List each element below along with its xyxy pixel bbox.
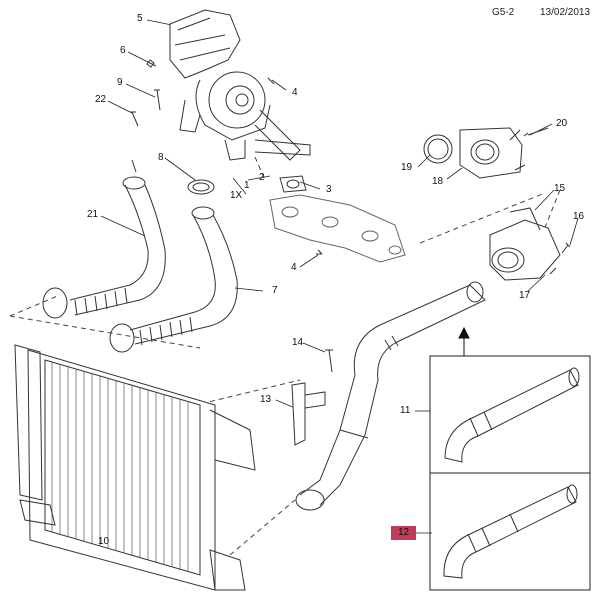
gasket-8 <box>187 179 215 195</box>
inset-box-11 <box>429 355 591 474</box>
callout-4-top[interactable]: 4 <box>292 87 298 98</box>
inlet-adapter <box>489 207 561 281</box>
intercooler <box>14 344 256 591</box>
callout-10[interactable]: 10 <box>98 536 110 547</box>
callout-12-selected[interactable]: 12 <box>391 526 416 540</box>
inset-pipe-12 <box>443 484 578 579</box>
hose-21 <box>42 176 166 319</box>
page-code: G5-2 <box>492 7 515 18</box>
bracket-13 <box>291 382 326 446</box>
heat-shield <box>169 9 241 79</box>
inset-pipe-11 <box>444 367 580 463</box>
turbocharger <box>179 71 311 161</box>
callout-18[interactable]: 18 <box>432 176 444 187</box>
callout-13[interactable]: 13 <box>260 394 272 405</box>
leader-lines <box>100 19 579 542</box>
charge-pipe <box>295 281 486 511</box>
callout-8[interactable]: 8 <box>158 152 164 163</box>
fasteners <box>130 59 571 373</box>
inset-box-12 <box>429 472 591 591</box>
callout-17[interactable]: 17 <box>519 290 531 301</box>
callout-1[interactable]: 1 <box>244 180 250 191</box>
callout-9[interactable]: 9 <box>117 77 123 88</box>
throttle-body <box>423 127 526 179</box>
exhaust-manifold <box>269 194 406 263</box>
callout-16[interactable]: 16 <box>573 211 585 222</box>
callout-4-bottom[interactable]: 4 <box>291 262 297 273</box>
callout-5[interactable]: 5 <box>137 13 143 24</box>
callout-1x[interactable]: 1X <box>230 190 243 201</box>
hose-7 <box>109 206 238 353</box>
callout-6[interactable]: 6 <box>120 45 126 56</box>
callout-20[interactable]: 20 <box>556 118 568 129</box>
callout-11[interactable]: 11 <box>400 405 411 416</box>
callout-21[interactable]: 21 <box>87 209 99 220</box>
callout-3[interactable]: 3 <box>326 184 332 195</box>
callout-7[interactable]: 7 <box>272 285 278 296</box>
callout-14[interactable]: 14 <box>292 337 304 348</box>
callout-15[interactable]: 15 <box>554 183 566 194</box>
diagram-date: 13/02/2013 <box>540 7 591 18</box>
callout-22[interactable]: 22 <box>95 94 107 105</box>
gasket-3 <box>279 175 307 193</box>
callout-2[interactable]: 2 <box>259 172 265 183</box>
callout-19[interactable]: 19 <box>401 162 413 173</box>
